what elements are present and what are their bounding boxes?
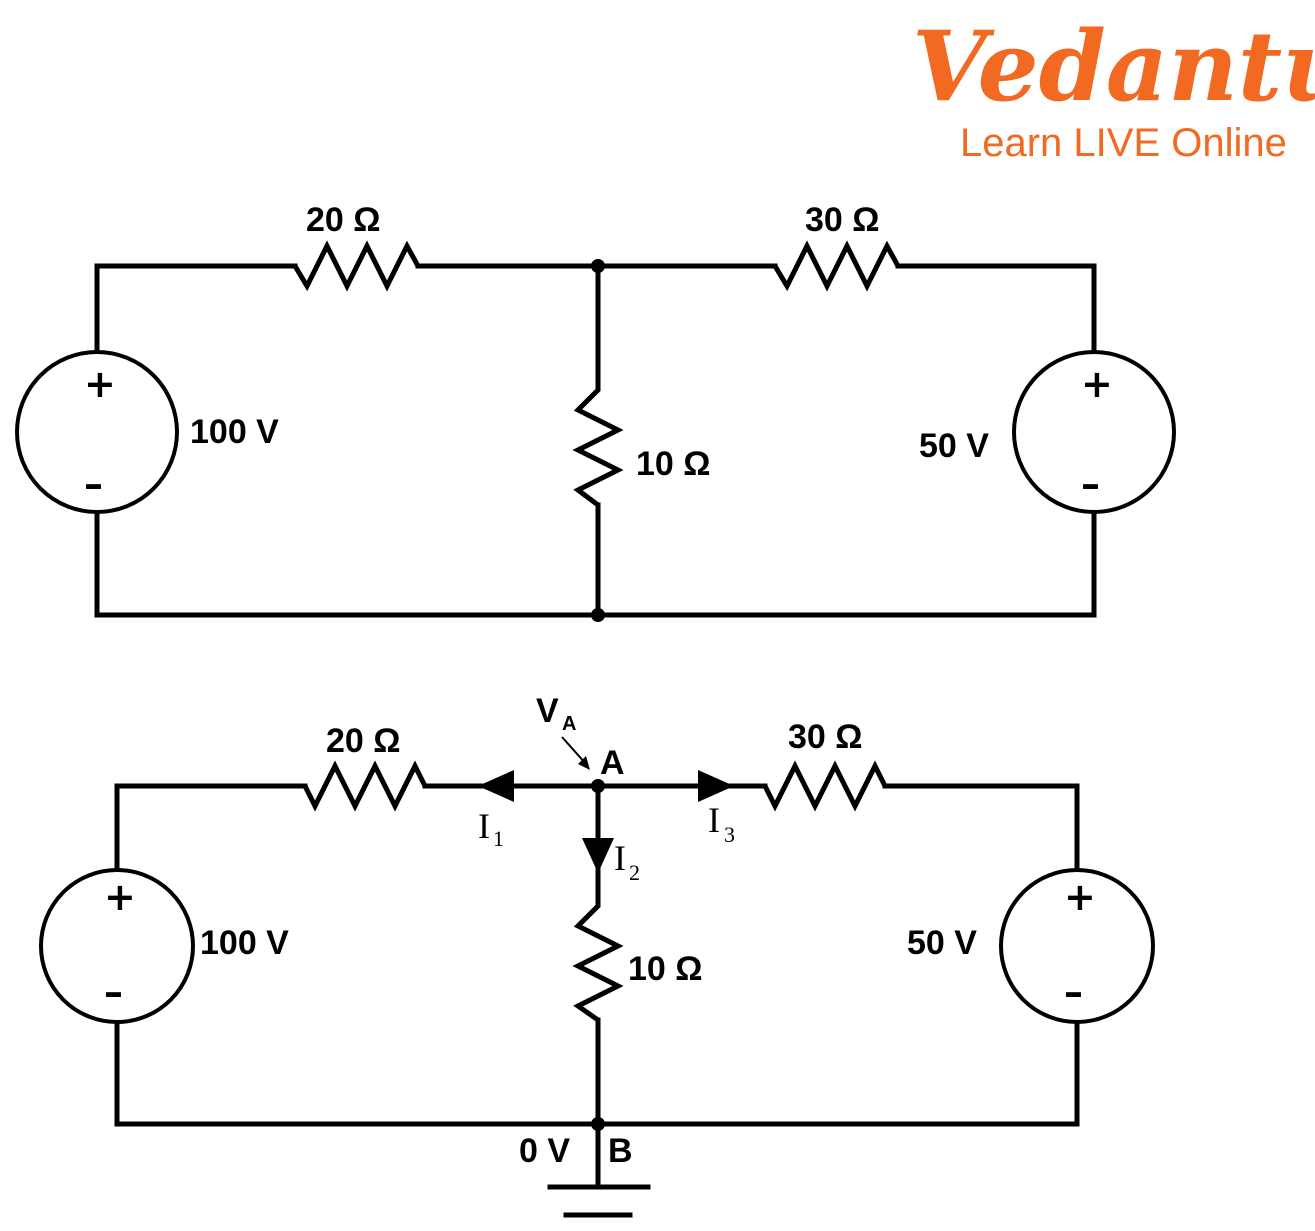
current-arrow-i1 (478, 770, 514, 802)
top-resistor-30 (772, 240, 901, 292)
current-i3-subscript: 3 (724, 822, 735, 847)
bottom-label-20-ohm: 20 Ω (326, 722, 401, 760)
current-i3-label: I (708, 800, 720, 840)
bottom-label-30-ohm: 30 Ω (788, 718, 863, 756)
top-left-plus: + (84, 362, 116, 406)
node-voltage-label: V (536, 692, 559, 730)
top-label-100v: 100 V (190, 413, 279, 451)
bottom-label-50v: 50 V (907, 924, 977, 962)
current-arrow-i2 (582, 838, 614, 873)
bottom-wire-right-top (882, 783, 1080, 870)
bottom-right-minus: – (1064, 970, 1083, 1014)
top-junction-top (591, 259, 605, 273)
top-label-30-ohm: 30 Ω (805, 201, 880, 239)
top-label-10-ohm: 10 Ω (636, 445, 711, 483)
top-junction-bottom (591, 608, 605, 622)
top-right-minus: – (1081, 462, 1100, 506)
top-left-minus: – (84, 462, 103, 506)
top-voltage-source-left (15, 350, 179, 514)
bottom-resistor-30 (762, 760, 888, 812)
bottom-wire-left-top (114, 783, 308, 870)
top-wire-right-top (895, 263, 1097, 356)
top-label-20-ohm: 20 Ω (306, 201, 381, 239)
current-i2-subscript: 2 (629, 860, 640, 885)
bottom-resistor-10 (572, 895, 624, 1023)
va-pointer-line (561, 736, 587, 765)
bottom-circuit: + – + – 20 Ω 30 Ω 10 Ω 100 V 50 V V A A … (39, 692, 1155, 1218)
logo-wordmark: Vedantu (912, 10, 1315, 123)
top-voltage-source-right (1012, 350, 1176, 514)
bottom-left-plus: + (104, 875, 136, 919)
bottom-voltage-source-right (999, 868, 1155, 1024)
va-pointer-head (578, 756, 590, 770)
bottom-right-plus: + (1064, 875, 1096, 919)
node-b-dot (591, 1117, 605, 1131)
current-i1-subscript: 1 (493, 826, 504, 851)
ground-voltage-label: 0 V (519, 1132, 570, 1170)
current-arrow-i3 (698, 770, 734, 802)
current-i1-label: I (478, 806, 490, 846)
logo-tagline: Learn LIVE Online (960, 121, 1287, 165)
top-resistor-10 (572, 375, 624, 507)
bottom-label-10-ohm: 10 Ω (628, 950, 703, 988)
bottom-left-minus: – (104, 970, 123, 1014)
top-right-plus: + (1081, 362, 1113, 406)
top-resistor-20 (292, 240, 421, 292)
bottom-resistor-20 (302, 760, 428, 812)
node-b-label: B (608, 1132, 633, 1170)
node-a-dot (591, 779, 605, 793)
current-i2-label: I (614, 838, 626, 878)
bottom-label-100v: 100 V (200, 924, 289, 962)
node-a-label: A (600, 744, 625, 782)
top-circuit: + – + – 20 Ω 30 Ω 10 Ω 100 V 50 V (15, 201, 1176, 622)
bottom-voltage-source-left (39, 868, 195, 1024)
vedantu-logo: Vedantu Learn LIVE Online (912, 10, 1315, 165)
node-voltage-subscript: A (562, 713, 576, 735)
top-label-50v: 50 V (919, 427, 989, 465)
top-wire-left-top (94, 263, 298, 356)
